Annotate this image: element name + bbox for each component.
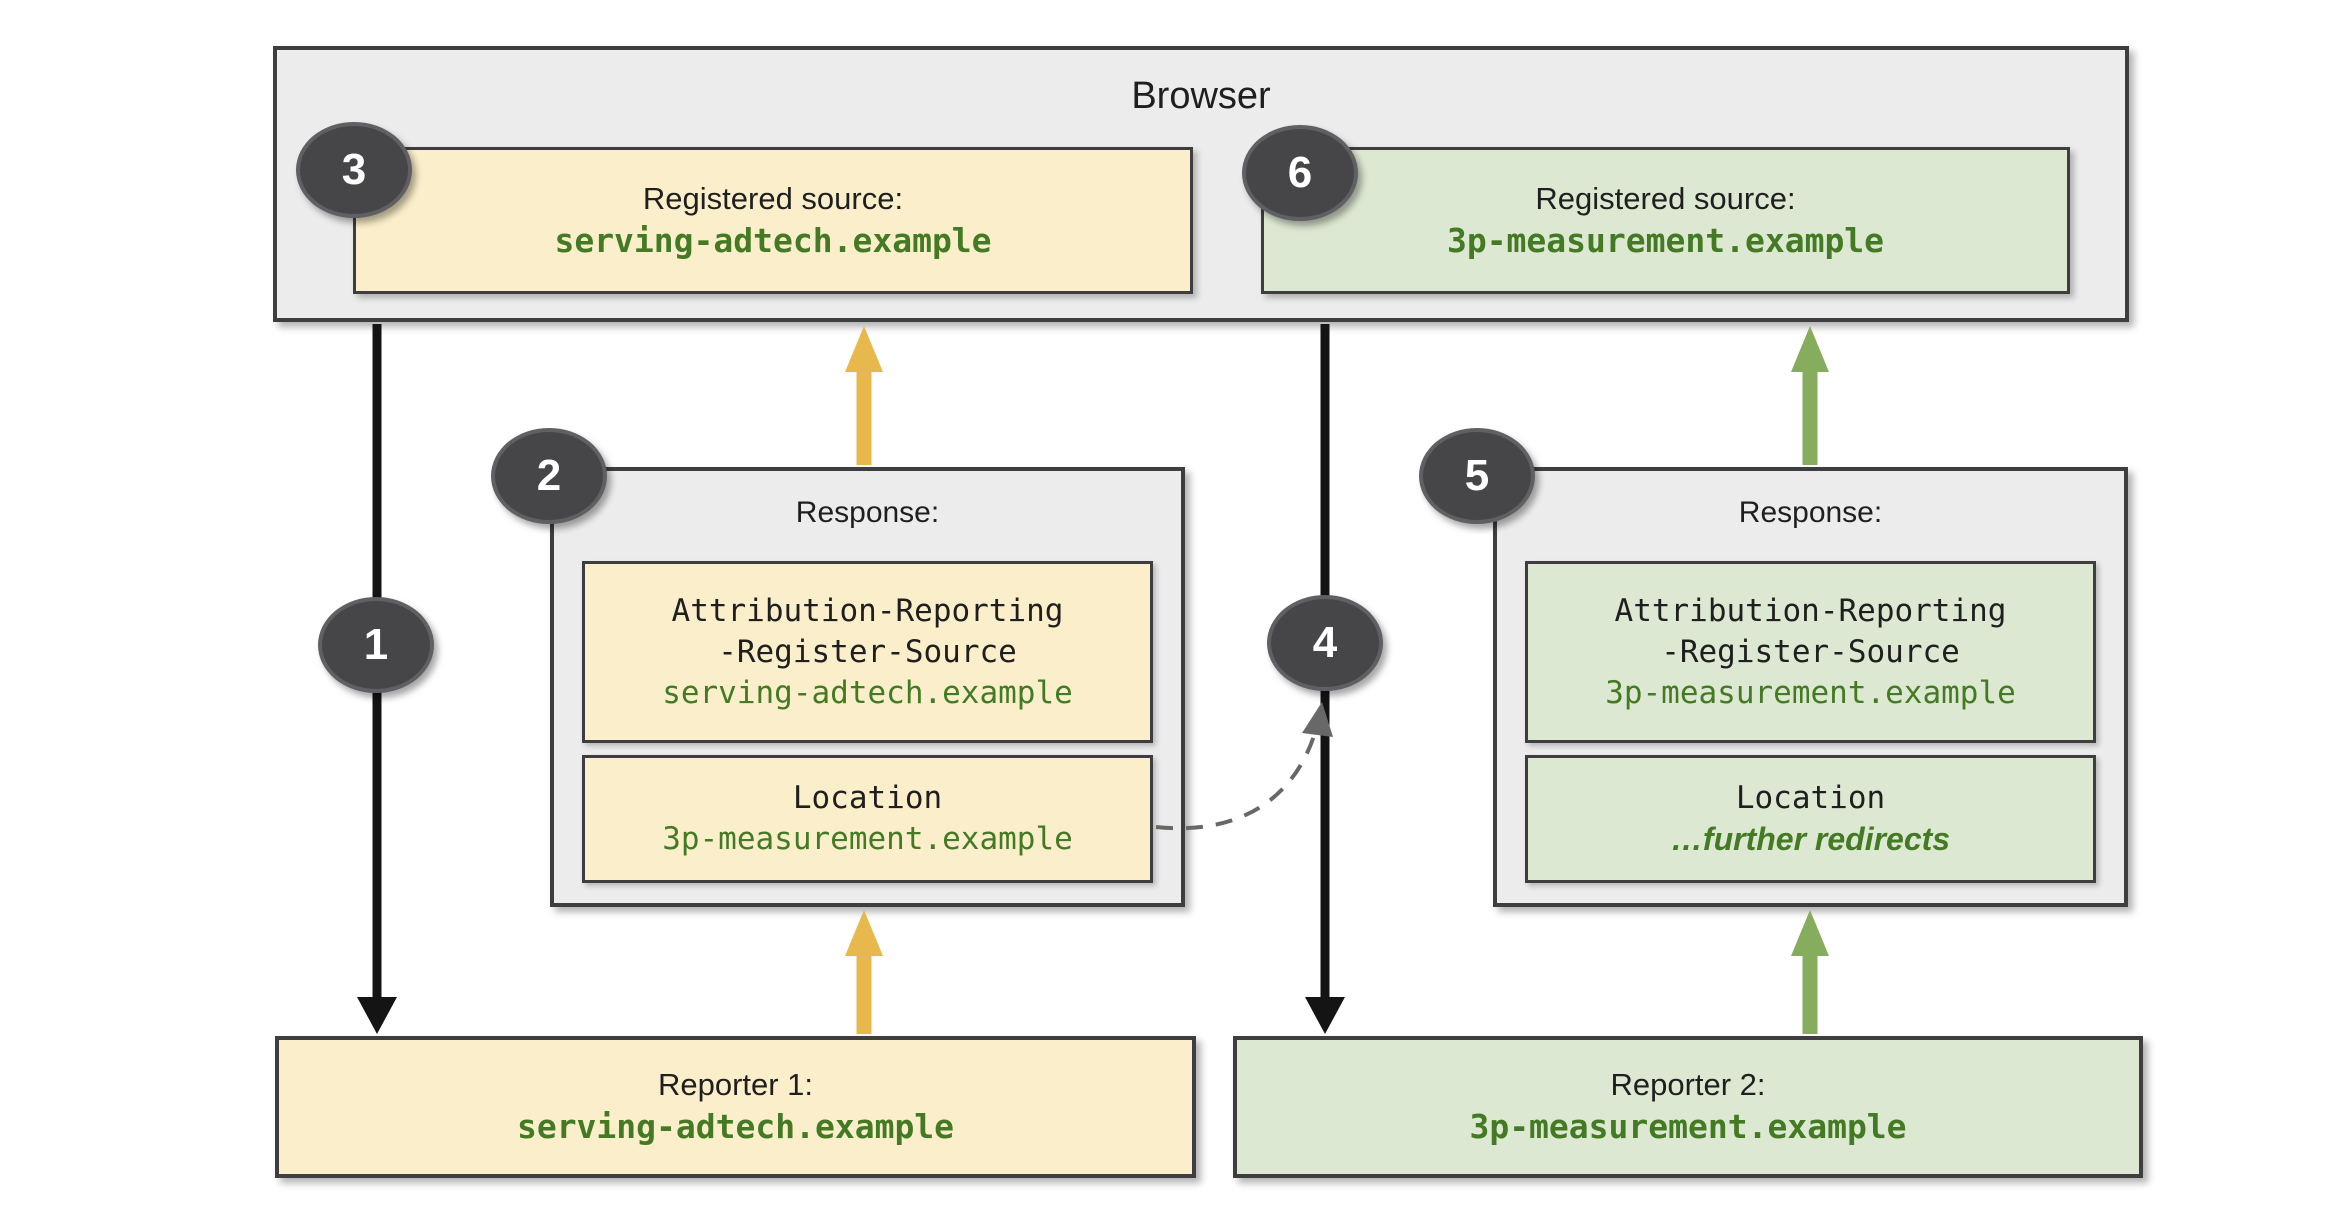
response2-location-header: Location …further redirects: [1525, 755, 2096, 883]
step-badge-1: 1: [318, 597, 434, 693]
reporter-domain-1: serving-adtech.example: [516, 1107, 955, 1146]
response1-register-source-header: Attribution-Reporting -Register-Source s…: [582, 561, 1153, 743]
response-box-2: Response: Attribution-Reporting -Registe…: [1493, 467, 2128, 907]
header-name-line: Location: [792, 780, 943, 816]
header-value: 3p-measurement.example: [662, 821, 1073, 857]
response-arrow-up-yellow-top-icon: [845, 326, 883, 465]
response-arrow-up-green-bottom-icon: [1791, 910, 1829, 1034]
registered-source-label-2: Registered source:: [1535, 180, 1796, 216]
response-title-2: Response:: [1738, 496, 1883, 529]
response-box-1: Response: Attribution-Reporting -Registe…: [550, 467, 1185, 907]
header-name-line: -Register-Source: [718, 633, 1017, 670]
header-value-further-redirects: …further redirects: [1670, 821, 1951, 857]
reporter-label-2: Reporter 2:: [1610, 1067, 1766, 1102]
reporter-box-1: Reporter 1: serving-adtech.example: [275, 1036, 1196, 1178]
registered-source-box-1: Registered source: serving-adtech.exampl…: [353, 147, 1193, 294]
reporter-domain-2: 3p-measurement.example: [1469, 1107, 1907, 1146]
response-title-1: Response:: [795, 496, 940, 529]
header-name-line: Location: [1735, 780, 1886, 816]
header-value: 3p-measurement.example: [1605, 674, 2016, 711]
header-name-line: Attribution-Reporting: [1614, 592, 2007, 629]
step-badge-5: 5: [1419, 428, 1535, 524]
header-value: serving-adtech.example: [662, 674, 1073, 711]
reporter-box-2: Reporter 2: 3p-measurement.example: [1233, 1036, 2143, 1178]
registered-source-domain-2: 3p-measurement.example: [1446, 220, 1885, 260]
step-badge-4: 4: [1267, 595, 1383, 691]
header-name-line: -Register-Source: [1661, 633, 1960, 670]
step-badge-2: 2: [491, 428, 607, 524]
header-name-line: Attribution-Reporting: [671, 592, 1064, 629]
registered-source-box-2: Registered source: 3p-measurement.exampl…: [1261, 147, 2070, 294]
response1-location-header: Location 3p-measurement.example: [582, 755, 1153, 883]
step-badge-6: 6: [1242, 125, 1358, 221]
response-arrow-up-yellow-bottom-icon: [845, 910, 883, 1034]
registered-source-label-1: Registered source:: [642, 180, 904, 216]
browser-box: Browser Registered source: serving-adtec…: [273, 46, 2129, 322]
response2-register-source-header: Attribution-Reporting -Register-Source 3…: [1525, 561, 2096, 743]
reporter-label-1: Reporter 1:: [657, 1067, 814, 1102]
step-badge-3: 3: [296, 122, 412, 218]
browser-title: Browser: [1131, 75, 1271, 117]
response-arrow-up-green-top-icon: [1791, 326, 1829, 465]
registered-source-domain-1: serving-adtech.example: [554, 220, 992, 260]
